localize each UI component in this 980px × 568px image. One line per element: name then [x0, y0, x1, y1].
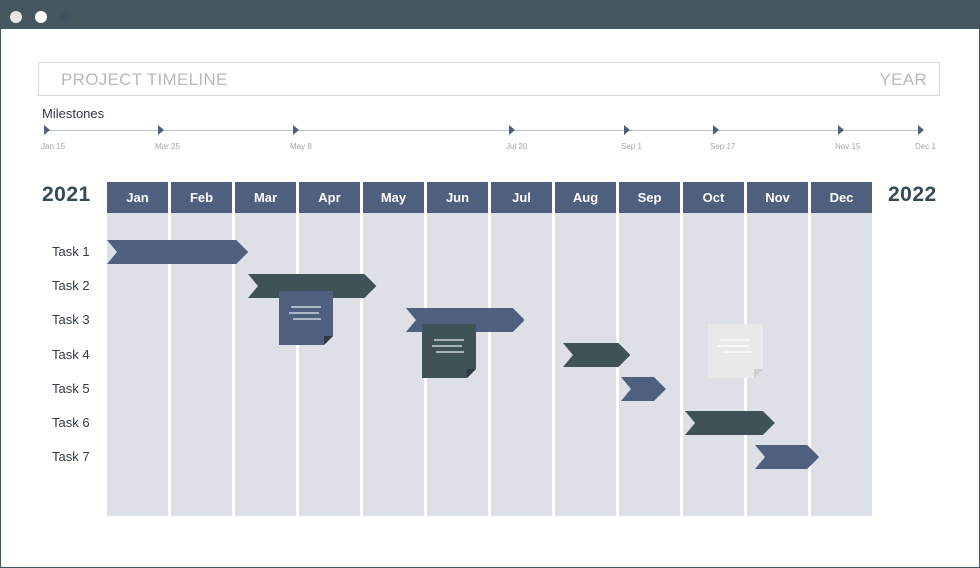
milestone-marker: [713, 125, 719, 135]
sticky-note: [422, 324, 476, 378]
window-titlebar: [1, 1, 979, 29]
month-column: Jan: [107, 182, 168, 516]
month-header[interactable]: Mar: [235, 182, 296, 213]
milestone-label: Dec 1: [915, 142, 936, 151]
milestone-marker: [158, 125, 164, 135]
month-column: Sep: [619, 182, 680, 516]
milestone-marker: [838, 125, 844, 135]
month-column: Feb: [171, 182, 232, 516]
milestones-title: Milestones: [42, 106, 105, 121]
month-header[interactable]: Nov: [747, 182, 808, 213]
page-title: PROJECT TIMELINE: [61, 70, 228, 89]
month-column: Apr: [299, 182, 360, 516]
task-bar[interactable]: [755, 445, 820, 469]
milestone-label: Nov 15: [835, 142, 861, 151]
month-column: May: [363, 182, 424, 516]
milestone-label: Mar 25: [155, 142, 180, 151]
end-year: 2022: [888, 183, 937, 206]
milestone-label: Sep 1: [621, 142, 642, 151]
month-header[interactable]: Feb: [171, 182, 232, 213]
task-label: Task 7: [52, 449, 90, 464]
sticky-note: [279, 291, 333, 345]
task-bar[interactable]: [107, 240, 249, 264]
task-label: Task 4: [52, 347, 90, 362]
start-year: 2021: [42, 183, 91, 206]
task-bar[interactable]: [620, 377, 666, 401]
milestone-label: May 8: [290, 142, 312, 151]
year-field: YEAR: [879, 70, 927, 89]
month-header[interactable]: May: [363, 182, 424, 213]
month-header[interactable]: Sep: [619, 182, 680, 213]
month-header[interactable]: Aug: [555, 182, 616, 213]
month-header[interactable]: Jan: [107, 182, 168, 213]
month-column: Jul: [491, 182, 552, 516]
task-label: Task 3: [52, 312, 90, 327]
milestone-marker: [509, 125, 515, 135]
sticky-note: [708, 324, 763, 378]
milestone-marker: [624, 125, 630, 135]
milestones-line: [44, 130, 920, 131]
task-label: Task 1: [52, 244, 90, 259]
month-header[interactable]: Jul: [491, 182, 552, 213]
milestone-marker: [293, 125, 299, 135]
task-label: Task 5: [52, 381, 90, 396]
timeline-header: PROJECT TIMELINE YEAR: [38, 62, 940, 96]
task-bar[interactable]: [562, 343, 631, 367]
month-column: Mar: [235, 182, 296, 516]
task-bar[interactable]: [684, 411, 775, 435]
month-header[interactable]: Dec: [811, 182, 872, 213]
milestone-label: Jan 15: [41, 142, 66, 151]
month-header[interactable]: Oct: [683, 182, 744, 213]
month-header[interactable]: Apr: [299, 182, 360, 213]
window-maximize-button[interactable]: [60, 11, 72, 23]
milestone-marker: [918, 125, 924, 135]
month-header[interactable]: Jun: [427, 182, 488, 213]
window-minimize-button[interactable]: [35, 11, 47, 23]
milestone-label: Jul 20: [506, 142, 528, 151]
milestone-marker: [44, 125, 50, 135]
window-close-button[interactable]: [10, 11, 22, 23]
month-column: Dec: [811, 182, 872, 516]
task-label: Task 2: [52, 278, 90, 293]
milestone-label: Sep 17: [710, 142, 736, 151]
task-label: Task 6: [52, 415, 90, 430]
